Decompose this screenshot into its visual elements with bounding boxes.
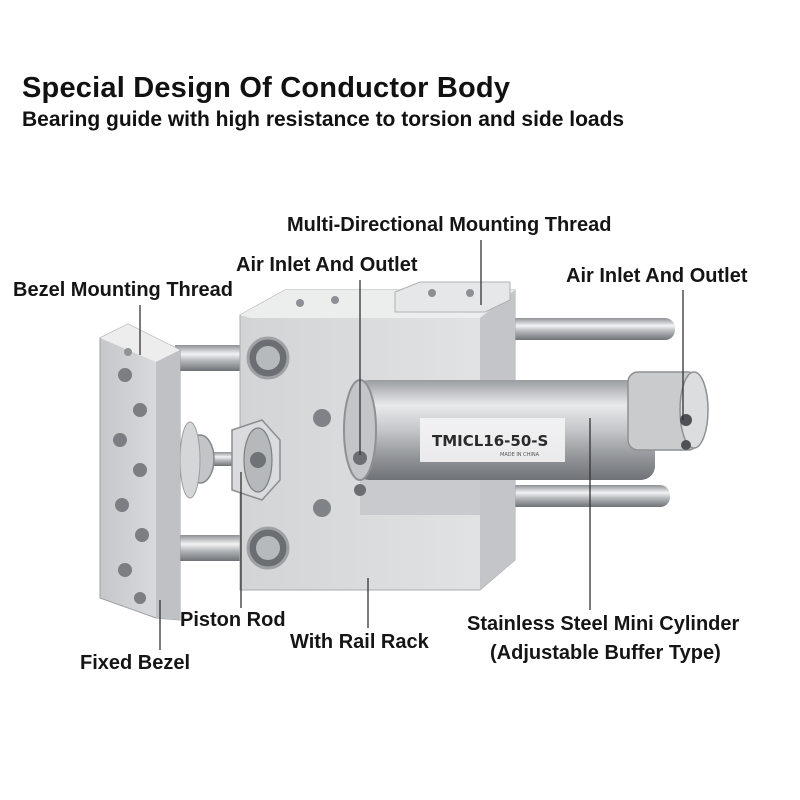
label-adjustable-buffer: (Adjustable Buffer Type) [490,642,721,664]
fixed-bezel-plate [99,323,181,621]
rail-rack-body [239,281,516,591]
piston-rod-assembly [179,419,281,501]
label-fixed-bezel: Fixed Bezel [80,652,191,674]
label-piston-rod: Piston Rod [180,609,286,631]
cylinder-model-label: TMICL16-50-S [432,432,548,450]
label-multi-directional-mounting-thread: Multi-Directional Mounting Thread [287,214,612,236]
guide-rod-lower-right [505,485,670,507]
label-stainless-cylinder: Stainless Steel Mini Cylinder [467,613,740,635]
cylinder-small-print: MADE IN CHINA [500,452,540,458]
label-air-inlet-outlet-right: Air Inlet And Outlet [566,265,748,287]
stainless-mini-cylinder: TMICL16-50-S MADE IN CHINA [343,371,709,496]
page-title: Special Design Of Conductor Body [22,72,511,104]
page-subtitle: Bearing guide with high resistance to to… [22,108,625,131]
label-bezel-mounting-thread: Bezel Mounting Thread [13,279,233,301]
label-air-inlet-outlet-left: Air Inlet And Outlet [236,254,418,276]
label-with-rail-rack: With Rail Rack [290,631,429,653]
leader-lines [139,240,684,650]
guide-rod-upper-right [505,318,675,340]
